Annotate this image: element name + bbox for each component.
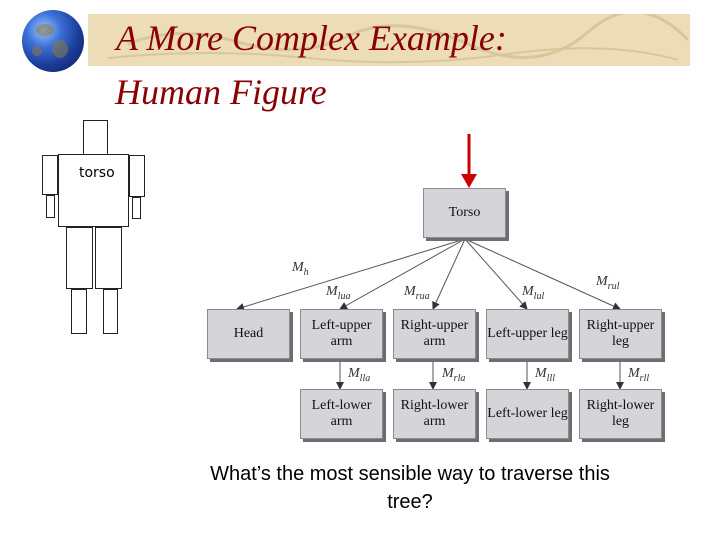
edge-torso-left-upper-leg — [464, 238, 528, 310]
edge-label-m-rla: Mrla — [442, 366, 466, 384]
figure-left-lower-leg — [71, 289, 87, 334]
figure-left-lower-arm — [46, 195, 55, 218]
figure-left-upper-arm — [42, 155, 58, 195]
node-head: Head — [207, 309, 290, 359]
edge-label-m-lll: Mlll — [535, 366, 556, 384]
figure-right-upper-arm — [129, 155, 145, 197]
edge-label-m-lul: Mlul — [522, 284, 545, 302]
node-left-upper-leg: Left-upper leg — [486, 309, 569, 359]
edge-label-m-rul: Mrul — [596, 274, 620, 292]
node-right-lower-arm: Right-lower arm — [393, 389, 476, 439]
edge-label-m-rua: Mrua — [404, 284, 430, 302]
question-text: What’s the most sensible way to traverse… — [210, 463, 610, 513]
banner-map-texture — [107, 14, 690, 64]
node-left-lower-arm: Left-lower arm — [300, 389, 383, 439]
edge-label-m-lua: Mlua — [326, 284, 351, 302]
globe-icon — [22, 10, 84, 72]
edge-torso-right-upper-arm — [432, 238, 466, 310]
pointer-arrow — [461, 134, 477, 188]
edge-label-m-rll: Mrll — [628, 366, 650, 384]
torso-label: torso — [79, 165, 115, 181]
edge-label-m-h: Mh — [292, 260, 309, 278]
edge-torso-left-upper-arm — [339, 238, 466, 310]
node-right-upper-arm: Right-upper arm — [393, 309, 476, 359]
edge-torso-right-upper-leg — [464, 238, 621, 310]
node-right-lower-leg: Right-lower leg — [579, 389, 662, 439]
figure-right-upper-leg — [95, 227, 122, 289]
figure-right-lower-arm — [132, 197, 141, 219]
title-banner — [88, 14, 690, 66]
slide-title-line1: A More Complex Example: — [116, 18, 507, 58]
slide-title-line2: Human Figure — [115, 72, 327, 112]
node-left-upper-arm: Left-upper arm — [300, 309, 383, 359]
edge-label-m-lla: Mlla — [348, 366, 371, 384]
figure-torso — [58, 154, 129, 227]
figure-right-lower-leg — [103, 289, 118, 334]
node-left-lower-leg: Left-lower leg — [486, 389, 569, 439]
figure-left-upper-leg — [66, 227, 93, 289]
edge-torso-head — [236, 238, 466, 311]
node-torso: Torso — [423, 188, 506, 238]
node-right-upper-leg: Right-upper leg — [579, 309, 662, 359]
